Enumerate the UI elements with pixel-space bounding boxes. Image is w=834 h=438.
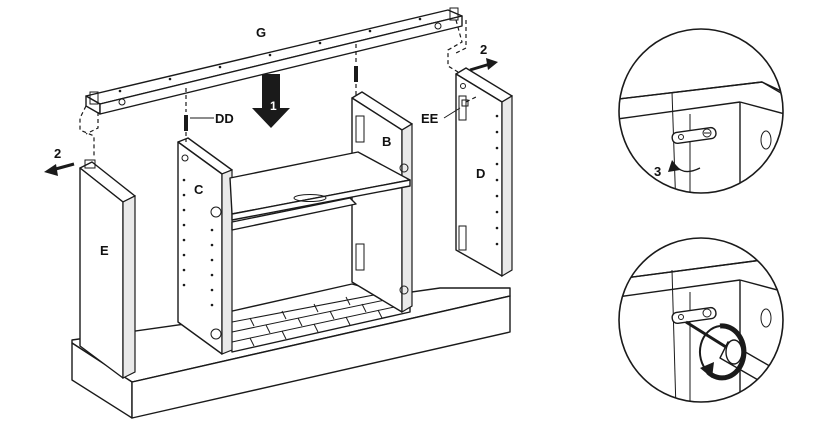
detail-circle-step-3: 3 bbox=[618, 28, 784, 194]
right-arrow-step-2 bbox=[469, 58, 498, 72]
down-arrow-step-1 bbox=[252, 74, 290, 128]
label-e: E bbox=[100, 243, 109, 258]
dowel-dd-right bbox=[354, 44, 358, 98]
panel-e bbox=[79, 159, 136, 379]
panel-b bbox=[351, 91, 413, 314]
label-d: D bbox=[476, 166, 485, 181]
label-c: C bbox=[194, 182, 204, 197]
detail-circle-step-4: 4 bbox=[618, 237, 784, 403]
label-step-3: 3 bbox=[654, 164, 661, 179]
rail-guide-left bbox=[79, 105, 99, 158]
dowel-dd-left bbox=[184, 88, 188, 142]
label-step-2-left: 2 bbox=[54, 146, 61, 161]
panel-c bbox=[177, 137, 233, 355]
label-g: G bbox=[256, 25, 266, 40]
shelves bbox=[229, 151, 411, 231]
left-arrow-step-2 bbox=[44, 162, 75, 176]
label-step-2-right: 2 bbox=[480, 42, 487, 57]
label-step-1: 1 bbox=[270, 99, 277, 113]
label-b: B bbox=[382, 134, 391, 149]
label-ee: EE bbox=[421, 111, 439, 126]
panel-d bbox=[455, 67, 513, 278]
ee-leader-line bbox=[443, 107, 461, 119]
cam-ee bbox=[461, 95, 479, 107]
label-dd: DD bbox=[215, 111, 234, 126]
label-step-4: 4 bbox=[703, 335, 711, 350]
top-rail-g bbox=[85, 7, 463, 115]
rail-guide-right bbox=[447, 19, 467, 73]
